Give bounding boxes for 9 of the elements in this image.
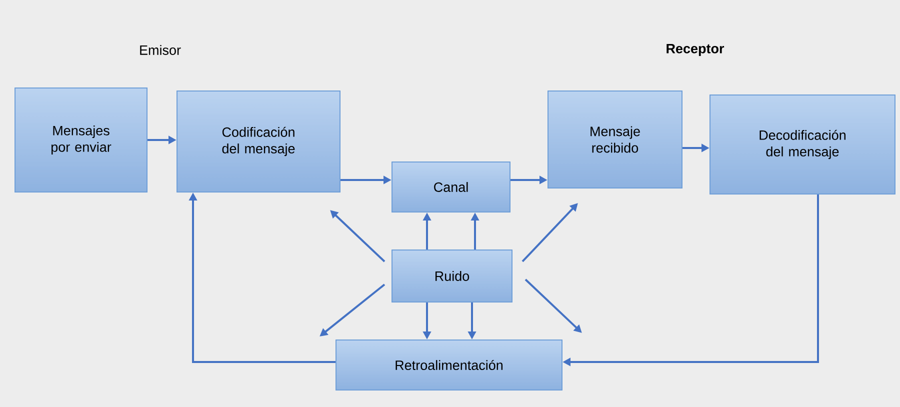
process-box: Retroalimentación (336, 339, 562, 390)
heading-label: Receptor (666, 44, 724, 56)
process-box: Mensajes por enviar (14, 88, 148, 192)
process-box: Canal (392, 162, 510, 212)
process-box: Mensaje recibido (548, 90, 682, 188)
process-box: Codificación del mensaje (176, 90, 340, 192)
process-box: Decodificación del mensaje (710, 94, 896, 194)
heading-label: Emisor (140, 45, 181, 55)
process-box: Ruido (392, 250, 512, 302)
